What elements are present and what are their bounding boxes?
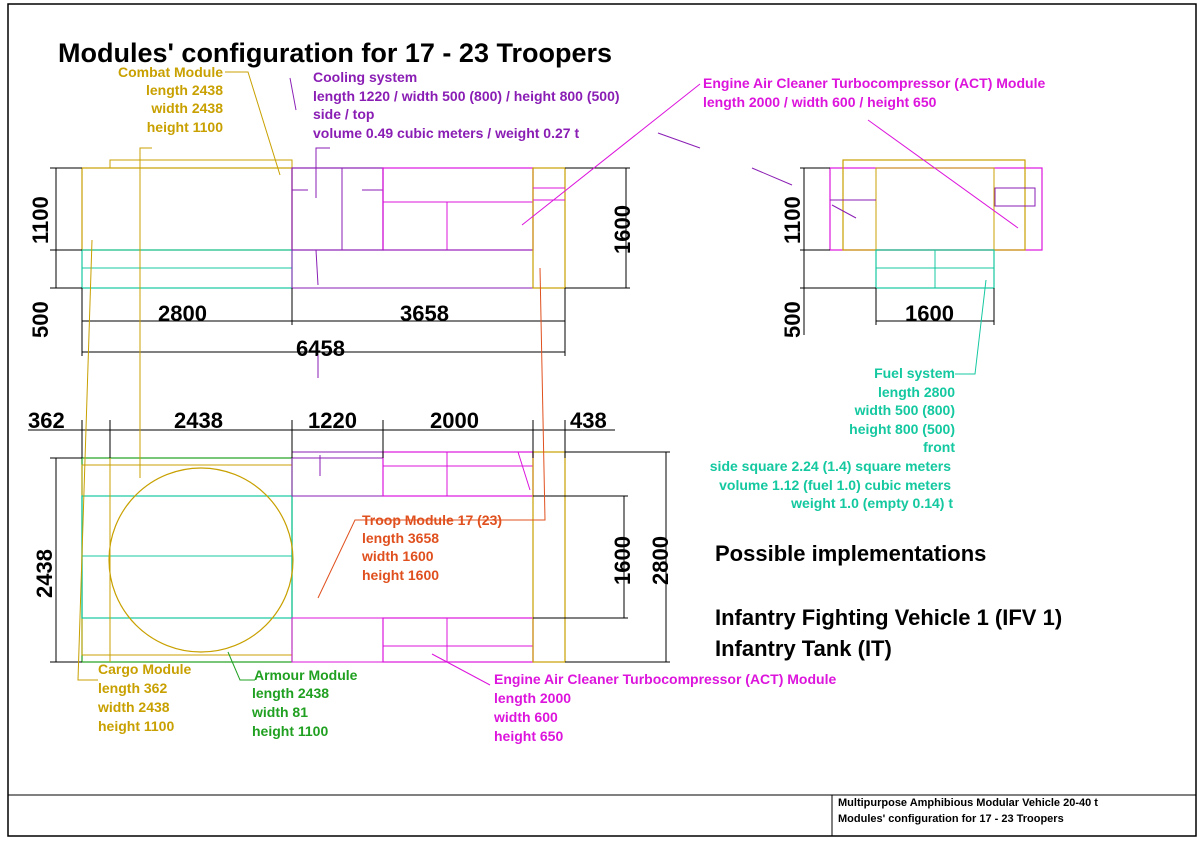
turret-circle: [108, 467, 294, 653]
act-top-label: Engine Air Cleaner Turbocompressor (ACT)…: [703, 75, 1045, 110]
svg-text:height 1600: height 1600: [362, 567, 439, 583]
svg-text:height 650: height 650: [494, 728, 563, 744]
svg-text:height 1100: height 1100: [147, 119, 223, 135]
svg-text:width 81: width 81: [251, 704, 308, 720]
svg-text:weight 1.0 (empty 0.14) t: weight 1.0 (empty 0.14) t: [790, 495, 953, 511]
dim-plan-width-2800: 2800: [648, 536, 673, 585]
dim-side-height-1100: 1100: [28, 196, 53, 244]
svg-text:height 1100: height 1100: [252, 723, 328, 739]
title-block-line-2: Modules' configuration for 17 - 23 Troop…: [838, 813, 1064, 825]
dim-plan-1220: 1220: [308, 408, 357, 433]
cargo-module-label: Cargo Module length 362 width 2438 heigh…: [97, 661, 192, 734]
dim-front-width-1600: 1600: [905, 301, 954, 326]
dim-plan-width-1600: 1600: [610, 536, 635, 585]
svg-text:length 1220 / width 500 (800): length 1220 / width 500 (800) / height 8…: [313, 88, 620, 104]
dim-plan-2438: 2438: [174, 408, 223, 433]
dim-plan-362: 362: [28, 408, 65, 433]
dim-side-length-2800: 2800: [158, 301, 207, 326]
svg-text:front: front: [923, 439, 955, 455]
svg-text:width 2438: width 2438: [97, 699, 170, 715]
leader-lines: [77, 71, 1019, 686]
title-block-line-1: Multipurpose Amphibious Modular Vehicle …: [838, 797, 1098, 809]
implementations-heading: Possible implementations: [715, 541, 986, 566]
cooling-system-label: Cooling system length 1220 / width 500 (…: [313, 69, 620, 141]
front-view: [800, 159, 1043, 335]
dim-side-height-500: 500: [28, 301, 53, 338]
dim-front-height-1100: 1100: [780, 196, 805, 244]
plan-view: [28, 420, 670, 663]
svg-text:Cargo Module: Cargo Module: [98, 661, 192, 677]
drawing-title: Modules' configuration for 17 - 23 Troop…: [58, 38, 612, 68]
svg-text:width 600: width 600: [493, 709, 558, 725]
svg-text:volume 1.12 (fuel 1.0) cubic m: volume 1.12 (fuel 1.0) cubic meters: [719, 477, 951, 493]
svg-text:length 2438: length 2438: [146, 82, 223, 98]
svg-text:length 2000: length 2000: [494, 690, 571, 706]
svg-text:length 362: length 362: [98, 680, 167, 696]
implementation-it: Infantry Tank (IT): [715, 636, 892, 661]
svg-text:Troop Module 17 (23): Troop Module 17 (23): [362, 512, 502, 528]
svg-text:side / top: side / top: [313, 106, 374, 122]
svg-text:Engine Air Cleaner Turbocompre: Engine Air Cleaner Turbocompressor (ACT)…: [494, 671, 836, 687]
dim-plan-438: 438: [570, 408, 607, 433]
armour-module-label: Armour Module length 2438 width 81 heigh…: [251, 667, 358, 739]
svg-text:length 2438: length 2438: [252, 685, 329, 701]
dim-side-length-3658: 3658: [400, 301, 449, 326]
implementation-ifv: Infantry Fighting Vehicle 1 (IFV 1): [715, 605, 1062, 630]
svg-text:Fuel system: Fuel system: [874, 365, 955, 381]
svg-text:Combat Module: Combat Module: [118, 64, 223, 80]
svg-text:length 2800: length 2800: [878, 384, 955, 400]
side-view: [50, 159, 630, 356]
svg-text:width 1600: width 1600: [361, 548, 434, 564]
fuel-system-label: Fuel system length 2800 width 500 (800) …: [710, 365, 956, 511]
svg-text:width 2438: width 2438: [150, 100, 223, 116]
act-bottom-label: Engine Air Cleaner Turbocompressor (ACT)…: [493, 671, 836, 744]
sheet-border: [7, 3, 1197, 837]
dim-side-total-6458: 6458: [296, 336, 345, 361]
dim-plan-width-2438: 2438: [32, 549, 57, 598]
svg-text:volume 0.49 cubic meters / wei: volume 0.49 cubic meters / weight 0.27 t: [313, 125, 579, 141]
svg-text:width 500 (800): width 500 (800): [854, 402, 955, 418]
svg-text:height 1100: height 1100: [98, 718, 174, 734]
troop-module-label: Troop Module 17 (23) length 3658 width 1…: [361, 512, 502, 583]
svg-text:Engine Air Cleaner Turbocompre: Engine Air Cleaner Turbocompressor (ACT)…: [703, 75, 1045, 91]
dim-plan-2000: 2000: [430, 408, 479, 433]
dim-side-height-1600: 1600: [610, 205, 635, 254]
combat-module-label: Combat Module length 2438 width 2438 hei…: [118, 64, 223, 135]
svg-text:length 3658: length 3658: [362, 530, 439, 546]
svg-text:Cooling system: Cooling system: [313, 69, 417, 85]
svg-text:length 2000 / width 600 / heig: length 2000 / width 600 / height 650: [703, 94, 937, 110]
svg-text:side square 2.24 (1.4) square: side square 2.24 (1.4) square meters: [710, 458, 951, 474]
svg-text:Armour Module: Armour Module: [254, 667, 358, 683]
dim-front-height-500: 500: [780, 301, 805, 338]
svg-text:height 800 (500): height 800 (500): [849, 421, 955, 437]
